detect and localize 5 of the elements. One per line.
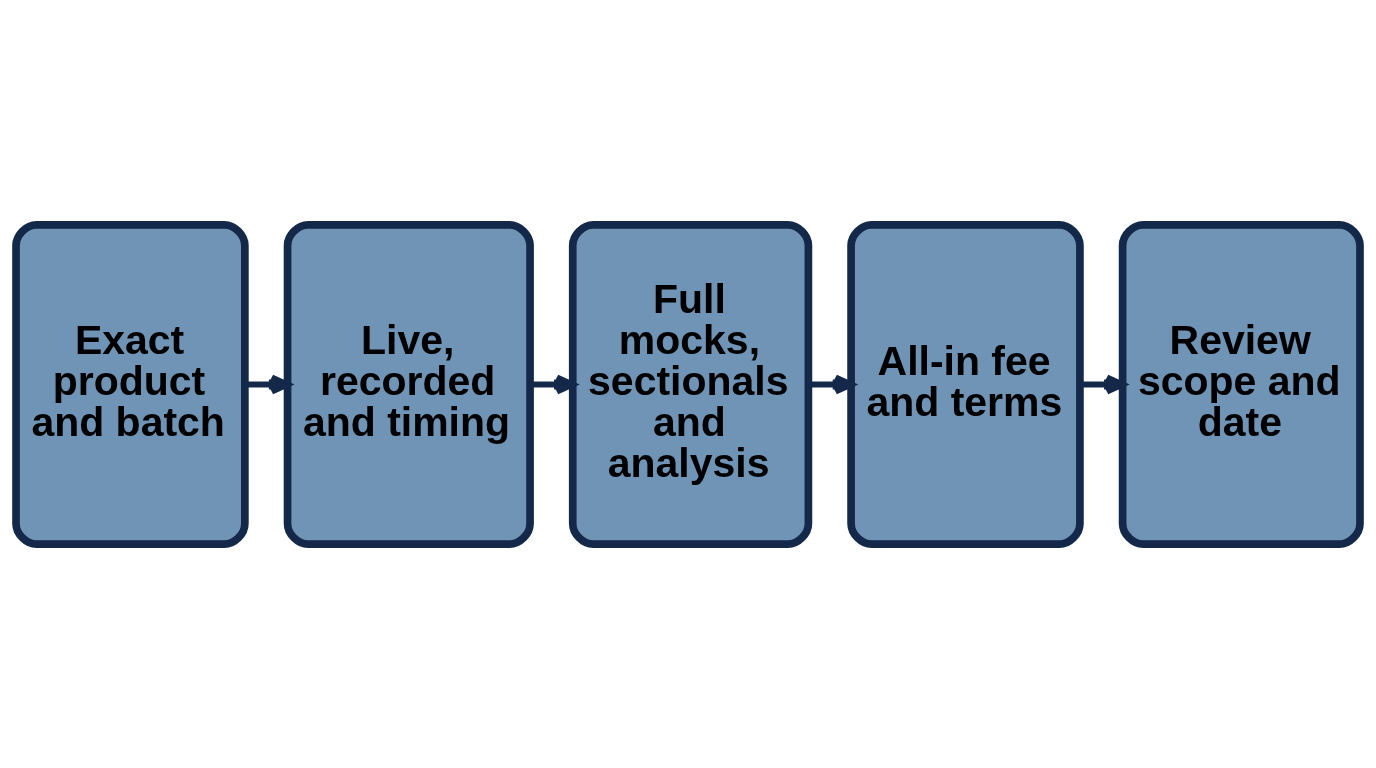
node-box: Exact product and batch <box>12 220 249 548</box>
node-box: Full mocks, sectionals and analysis <box>568 220 813 548</box>
node-box: Live, recorded and timing <box>283 220 534 548</box>
node-box: All-in fee and terms <box>847 220 1084 548</box>
node-box: Review scope and date <box>1118 220 1364 548</box>
